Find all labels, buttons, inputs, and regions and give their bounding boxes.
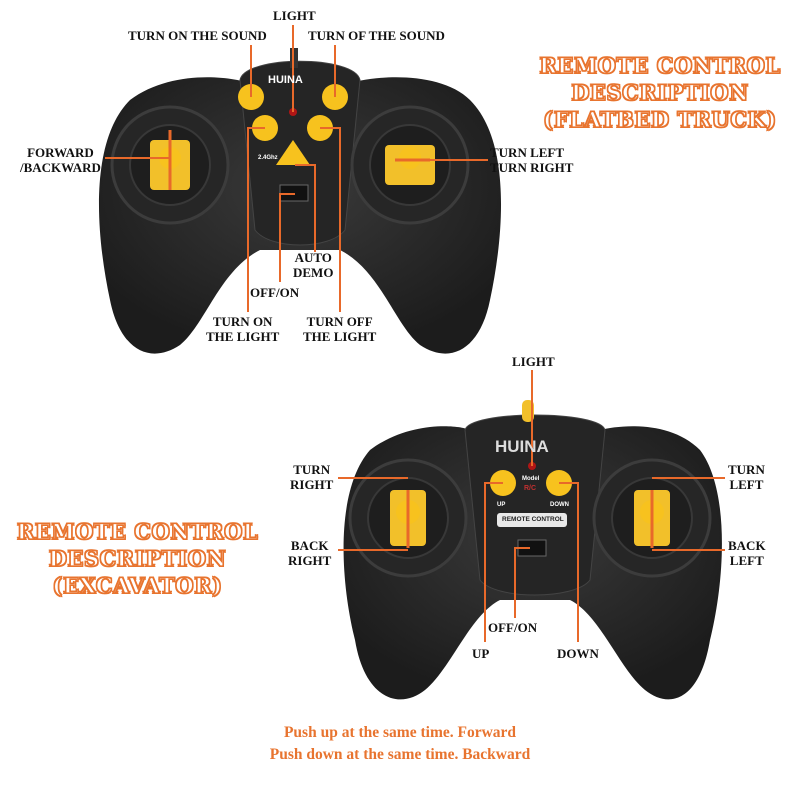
label-off-on: OFF/ON (250, 285, 300, 300)
model-mark: Model (522, 476, 540, 482)
callout-lines (105, 25, 725, 642)
truck-title: REMOTE CONTROL DESCRIPTION (FLATBED TRUC… (539, 52, 781, 132)
ex-label-down: DOWN (557, 646, 599, 661)
label-sound-off: TURN OF THE SOUND (308, 28, 445, 43)
remote-control-panel: REMOTE CONTROL (502, 516, 564, 523)
truck-frequency: 2.4Ghz (258, 155, 278, 161)
label-light: LIGHT (273, 8, 316, 23)
excavator-title: REMOTE CONTROL DESCRIPTION (EXCAVATOR) (16, 518, 259, 598)
label-forward-backward: FORWARD/BACKWARD (20, 145, 101, 175)
rc-mark: R/C (524, 485, 537, 492)
ex-label-off-on: OFF/ON (488, 620, 538, 635)
down-mark: DOWN (550, 502, 569, 508)
ex-label-light: LIGHT (512, 354, 555, 369)
excavator-brand-logo: HUINA (495, 437, 549, 456)
ex-label-up: UP (472, 646, 490, 661)
caption-forward: Push up at the same time. Forward (283, 724, 517, 741)
caption-backward: Push down at the same time. Backward (269, 746, 531, 763)
truck-brand-logo: HUINA (268, 74, 303, 86)
up-mark: UP (497, 502, 506, 508)
label-sound-on: TURN ON THE SOUND (128, 28, 267, 43)
truck-controller (98, 48, 502, 354)
